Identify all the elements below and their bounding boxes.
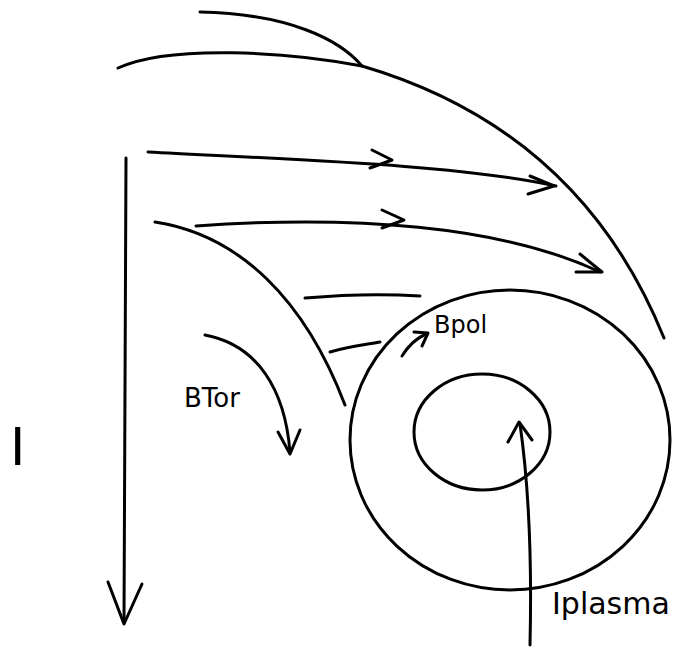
field-arrowhead [382, 210, 404, 228]
field-line [305, 295, 420, 298]
btor-arrowhead [278, 430, 300, 454]
torus-outer [350, 290, 670, 590]
btor-label: BTor [182, 384, 242, 412]
bpol-label: Bpol [432, 312, 489, 338]
torus-inner [414, 374, 550, 490]
current-line [124, 158, 126, 622]
field-line [118, 53, 664, 338]
iplasma-label: Iplasma [550, 588, 672, 620]
field-line [196, 222, 600, 272]
field-line [148, 152, 556, 186]
bpol-arrowhead [414, 332, 428, 346]
field-line [330, 342, 380, 352]
iplasma-arrowhead [508, 422, 532, 442]
field-line [200, 12, 362, 66]
current-label: I [8, 420, 27, 474]
field-arrowhead [528, 176, 554, 194]
field-line [155, 222, 345, 405]
field-arrowhead [576, 254, 602, 272]
current-arrowhead [108, 582, 142, 624]
iplasma-arrow [520, 424, 531, 645]
field-arrowhead [370, 150, 392, 168]
